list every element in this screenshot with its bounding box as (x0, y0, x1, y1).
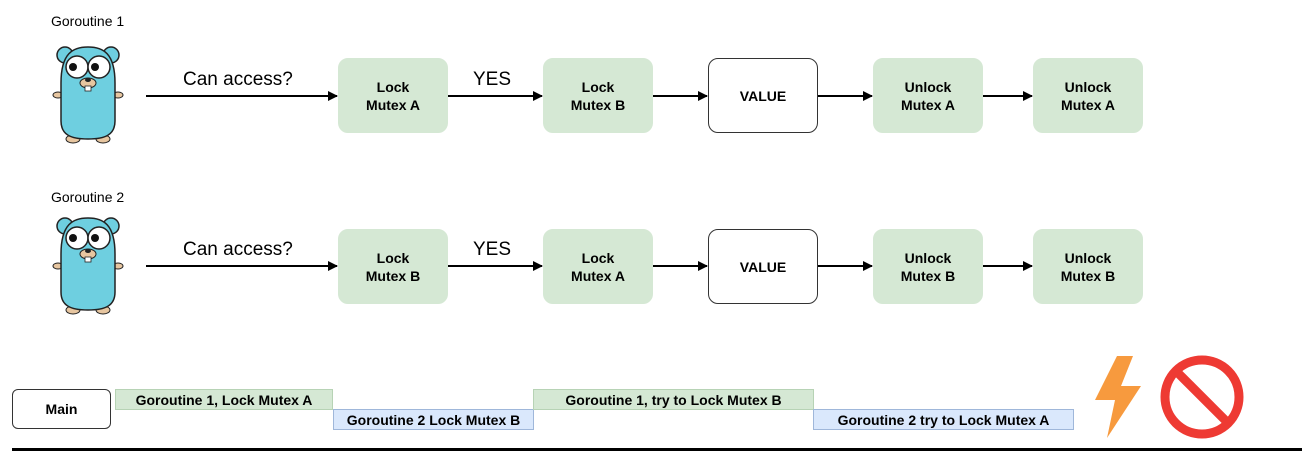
goroutine-1-step-unlock-mutex-a: Unlock Mutex A (873, 58, 983, 133)
step-label: Lock Mutex B (570, 78, 626, 113)
main-box: Main (12, 389, 111, 429)
goroutine-1-step-lock-mutex-a: Lock Mutex A (338, 58, 448, 133)
goroutine-1-label: Goroutine 1 (51, 13, 125, 29)
goroutine-1-yes-label: YES (473, 69, 512, 90)
lightning-bolt-icon (1095, 356, 1141, 438)
step-label: Unlock Mutex B (900, 249, 956, 284)
goroutine-2-label: Goroutine 2 (51, 189, 125, 205)
goroutine-2-step-unlock-mutex-b: Unlock Mutex B (873, 229, 983, 304)
goroutine-1-step-unlock-mutex-a-2: Unlock Mutex A (1033, 58, 1143, 133)
step-label: VALUE (739, 258, 787, 275)
step-label: Lock Mutex A (571, 249, 625, 284)
step-label: Lock Mutex A (366, 78, 420, 113)
goroutine-1-step-value: VALUE (708, 58, 818, 133)
goroutine-2-yes-label: YES (473, 239, 512, 260)
goroutine-2-question: Can access? (183, 239, 293, 260)
step-label: Unlock Mutex A (1061, 78, 1115, 113)
step-label: Unlock Mutex A (901, 78, 955, 113)
goroutine-2-step-unlock-mutex-b-2: Unlock Mutex B (1033, 229, 1143, 304)
goroutine-2-step-value: VALUE (708, 229, 818, 304)
timeline-event-g2-try-lock-a: Goroutine 2 try to Lock Mutex A (813, 409, 1074, 430)
goroutine-1-step-lock-mutex-b: Lock Mutex B (543, 58, 653, 133)
timeline-event-g1-try-lock-b: Goroutine 1, try to Lock Mutex B (533, 389, 814, 410)
step-label: Lock Mutex B (365, 249, 421, 284)
step-label: VALUE (739, 87, 787, 104)
prohibited-icon (1160, 355, 1244, 439)
step-label: Unlock Mutex B (1060, 249, 1116, 284)
timeline-event-g1-lock-a: Goroutine 1, Lock Mutex A (115, 389, 333, 410)
timeline-event-g2-lock-b: Goroutine 2 Lock Mutex B (333, 409, 534, 430)
goroutine-2-step-lock-mutex-b: Lock Mutex B (338, 229, 448, 304)
goroutine-1-question: Can access? (183, 69, 293, 90)
goroutine-2-step-lock-mutex-a: Lock Mutex A (543, 229, 653, 304)
timeline-baseline (12, 448, 1302, 451)
